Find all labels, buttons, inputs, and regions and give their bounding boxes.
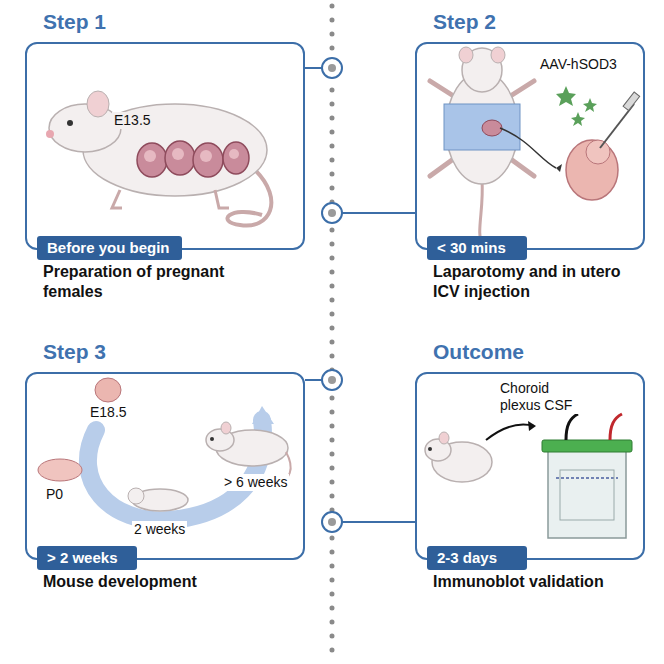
sample-label: Choroid plexus CSF (498, 380, 586, 414)
step-description: Mouse development (43, 572, 283, 592)
step-heading: Step 2 (433, 10, 496, 34)
banner-text: < 30 mins (437, 239, 517, 257)
pregnant-mouse (46, 91, 271, 226)
duration-banner: 2-3 days (427, 546, 527, 570)
step-description: Laparotomy and in utero ICV injection (433, 262, 645, 302)
step-box: Step 1Preparation of pregnant femalesBef… (25, 42, 305, 250)
immunoblot-illustration (425, 414, 632, 538)
banner-text: 2-3 days (437, 549, 517, 567)
development-cycle (38, 378, 291, 520)
stage-label: 2 weeks (132, 521, 187, 538)
step-description: Immunoblot validation (433, 572, 645, 592)
step-heading: Step 3 (43, 340, 106, 364)
banner-text: > 2 weeks (47, 549, 127, 567)
surgery-illustration (430, 47, 640, 248)
step-description: Preparation of pregnant females (43, 262, 283, 302)
duration-banner: > 2 weeks (37, 546, 137, 570)
stage-label: > 6 weeks (222, 474, 289, 491)
stage-label: P0 (44, 486, 65, 503)
step-heading: Step 1 (43, 10, 106, 34)
stage-label: E13.5 (112, 112, 153, 129)
step-heading: Outcome (433, 340, 524, 364)
banner-text: Before you begin (47, 239, 172, 257)
timeline-markers (322, 58, 342, 532)
timeline-links (305, 68, 415, 522)
timeline (330, 6, 335, 656)
step-box: Step 2Laparotomy and in utero ICV inject… (415, 42, 645, 250)
duration-banner: Before you begin (37, 236, 182, 260)
duration-banner: < 30 mins (427, 236, 527, 260)
vector-label: AAV-hSOD3 (538, 56, 619, 73)
stage-label: E18.5 (88, 404, 129, 421)
